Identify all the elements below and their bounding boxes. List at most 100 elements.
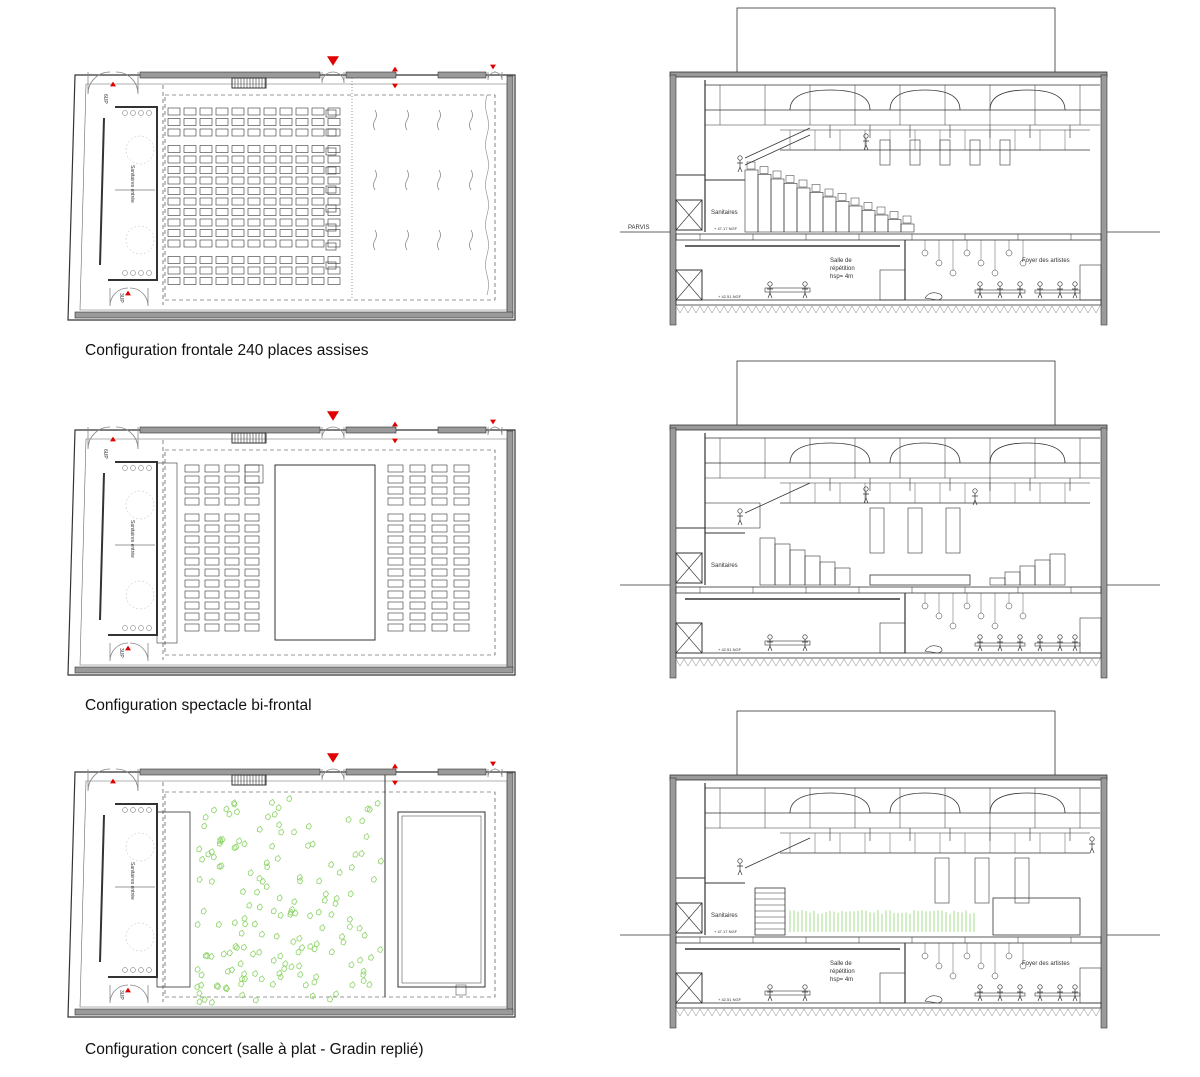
exit-label-6up: 6UP (102, 94, 108, 104)
seat (327, 145, 341, 153)
seat (279, 107, 293, 116)
seat (311, 256, 325, 264)
pendant-lamp (977, 962, 985, 970)
seat (199, 277, 213, 285)
tier-step (834, 567, 851, 586)
seat (199, 229, 213, 237)
person-head (737, 508, 743, 514)
seat (311, 145, 325, 153)
person-head (1017, 984, 1023, 990)
tier-step (809, 192, 824, 233)
wc-fixture (138, 465, 144, 471)
crowd-person (242, 920, 249, 928)
hall-boundary (164, 791, 496, 998)
person-figure (737, 155, 743, 173)
toilets-block: Sanitaires entrée (99, 803, 158, 978)
seat (167, 197, 181, 206)
seat (183, 256, 197, 264)
tier-seat (785, 175, 795, 183)
exit-arrow-icon (110, 778, 116, 784)
crowd-person (356, 924, 363, 932)
tier-seat (863, 202, 873, 210)
right-wall (1100, 74, 1108, 326)
crowd-person (282, 960, 289, 968)
wc-fixture (138, 807, 144, 813)
stair-core (675, 622, 703, 654)
turning-circle (125, 832, 155, 862)
crowd-person (231, 800, 238, 808)
door-arc (332, 71, 345, 84)
lower-floor-slab (675, 652, 1102, 659)
top-wall-segment (345, 768, 397, 776)
crowd-person (216, 862, 223, 870)
pendant-lamp (1005, 249, 1013, 257)
person-head (1037, 984, 1043, 990)
tier-step (848, 205, 863, 233)
seat (387, 497, 404, 506)
person-head (997, 634, 1003, 640)
seat (263, 229, 277, 237)
person-head (1072, 634, 1078, 640)
stair-rail (744, 837, 811, 869)
curtain-drape (405, 169, 409, 191)
crowd-person (196, 845, 203, 853)
crowd-person (247, 869, 254, 877)
top-wall-segment (139, 426, 321, 434)
tier-seat (798, 179, 808, 188)
wc-fixture (122, 110, 128, 116)
person-figure (1037, 634, 1043, 652)
wc-fixture (122, 807, 128, 813)
curtain-drape (373, 229, 377, 251)
seat (295, 239, 309, 248)
seat (431, 475, 448, 484)
seat (183, 118, 197, 126)
toilets-wall (99, 472, 105, 621)
stair-core-box (675, 902, 703, 934)
exit-arrow-icon (125, 645, 131, 651)
crowd-person (305, 841, 312, 849)
seat (199, 118, 213, 126)
seating-block-right (387, 464, 470, 632)
person-head (972, 488, 978, 494)
standing-crowd (194, 795, 385, 1006)
person-body (1089, 841, 1095, 854)
seat (431, 513, 448, 522)
table (764, 287, 811, 293)
seat (215, 118, 229, 126)
toilets-wall (99, 814, 105, 963)
roof-slab (669, 424, 1108, 431)
crowd-person (208, 952, 215, 960)
crowd-person (323, 890, 330, 898)
seat (279, 118, 293, 126)
seat (204, 623, 220, 632)
seat (409, 612, 426, 621)
seat (387, 568, 404, 577)
seat (327, 239, 341, 248)
crowd-person (360, 977, 367, 985)
seat (183, 208, 197, 216)
seat (224, 497, 240, 506)
person-figure (1072, 984, 1078, 1002)
ventilation-duct (989, 442, 1066, 464)
person-figure (977, 281, 983, 299)
crowd-person (256, 874, 263, 882)
wc-fixture (138, 270, 144, 276)
person-head (767, 984, 773, 990)
person-head (1072, 984, 1078, 990)
crowd-person (232, 919, 239, 927)
bottom-wall (74, 311, 514, 319)
crowd-person (274, 932, 280, 940)
pendant-lamp (949, 622, 957, 630)
crowd-person (361, 931, 368, 939)
person-figure (1017, 634, 1023, 652)
seat (247, 277, 261, 285)
seat (215, 266, 229, 275)
tier-seat (824, 188, 834, 197)
person-head (977, 281, 983, 287)
crowd-person (281, 965, 288, 973)
door-arc (129, 642, 149, 662)
roof-slab (669, 71, 1108, 78)
seat (167, 155, 181, 164)
tier-step (757, 174, 772, 233)
door-arc (321, 426, 334, 439)
